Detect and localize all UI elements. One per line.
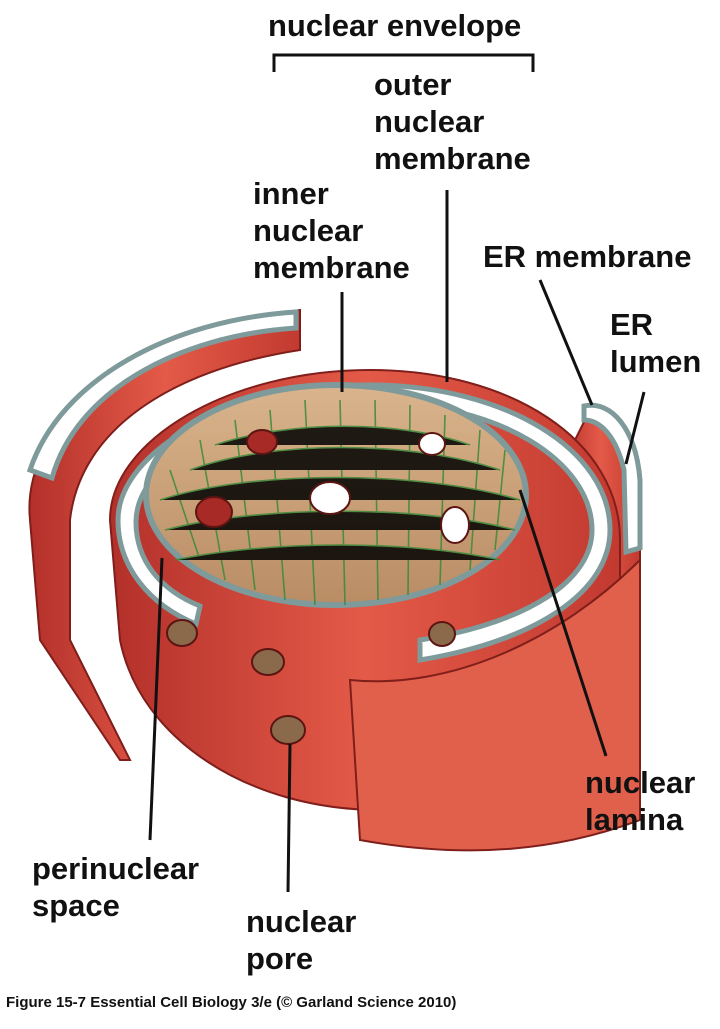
label-er-membrane: ER membrane bbox=[483, 239, 692, 274]
leader-lines bbox=[148, 190, 646, 893]
outer-lumen-ring bbox=[115, 382, 613, 663]
er-lumen-left bbox=[26, 309, 299, 482]
label-outer-nuclear-membrane: outer nuclear membrane bbox=[374, 67, 531, 176]
pore-side-4 bbox=[428, 621, 456, 647]
label-nuclear-envelope: nuclear envelope bbox=[268, 8, 522, 43]
label-nuclear-pore: nuclear pore bbox=[246, 904, 357, 976]
pore-top-2 bbox=[418, 432, 446, 456]
envelope-bracket bbox=[272, 53, 535, 72]
pore-top-4 bbox=[195, 496, 233, 528]
label-inner-nuclear-membrane: inner nuclear membrane bbox=[253, 176, 410, 285]
pore-side-1 bbox=[166, 619, 198, 647]
pore-top-1 bbox=[246, 429, 278, 455]
label-nuclear-lamina: nuclear lamina bbox=[585, 765, 696, 837]
pore-side-2 bbox=[251, 648, 285, 676]
pore-top-3 bbox=[309, 481, 351, 515]
label-perinuclear-space: perinuclear space bbox=[32, 851, 200, 923]
er-lumen-right bbox=[581, 402, 643, 556]
pore-top-5 bbox=[440, 506, 470, 544]
figure-caption: Figure 15-7 Essential Cell Biology 3/e (… bbox=[6, 994, 457, 1011]
label-er-lumen: ER lumen bbox=[610, 307, 702, 379]
pore-side-3 bbox=[270, 715, 306, 745]
